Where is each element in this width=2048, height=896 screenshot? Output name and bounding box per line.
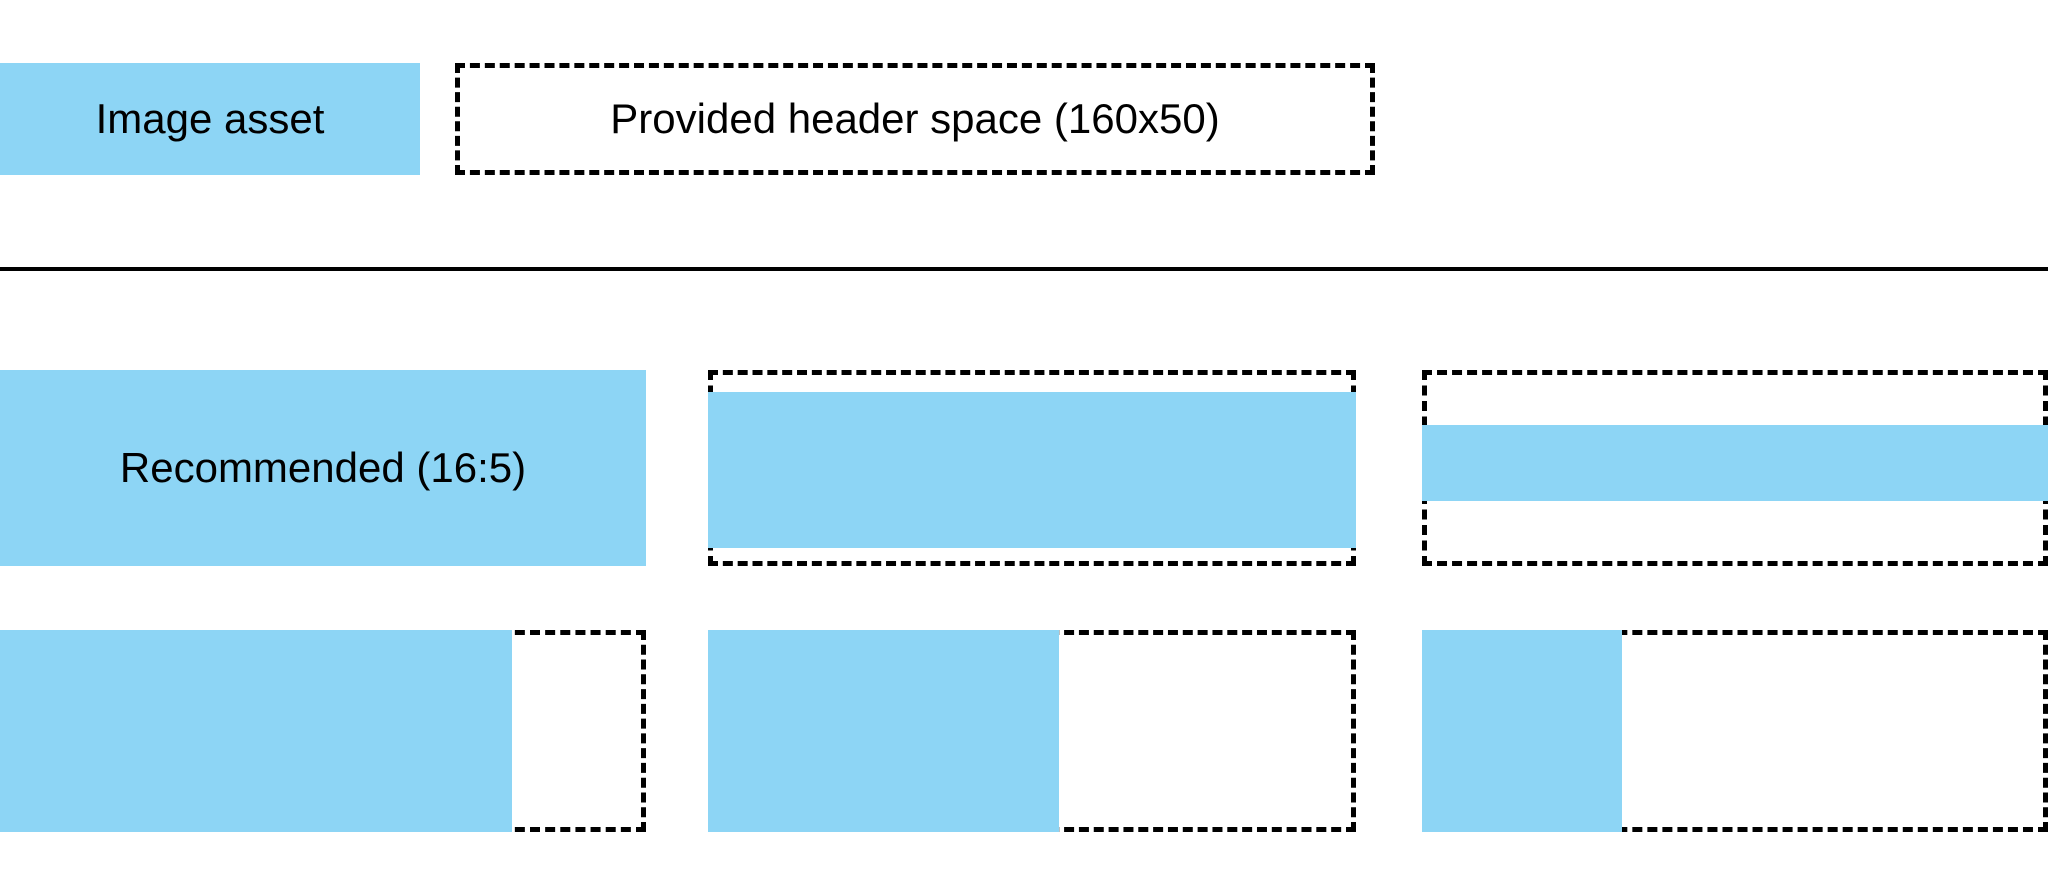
recommended-label: Recommended (16:5) <box>119 444 527 491</box>
image-fill <box>708 392 1356 548</box>
image-fill <box>1422 630 1623 832</box>
example-full-height-medium-pillarbox <box>708 630 1356 832</box>
example-full-height-small-pillarbox <box>0 630 646 832</box>
image-asset-swatch: Image asset <box>0 63 420 175</box>
image-fill <box>0 630 512 832</box>
image-asset-label: Image asset <box>95 95 325 142</box>
image-fill <box>1422 425 2048 502</box>
example-full-width-large-letterbox <box>1422 370 2048 566</box>
example-full-height-large-pillarbox <box>1422 630 2048 832</box>
divider-line <box>0 267 2048 271</box>
header-space-label: Provided header space (160x50) <box>610 95 1220 142</box>
header-space-box: Provided header space (160x50) <box>455 63 1375 175</box>
example-recommended-16-5: Recommended (16:5) <box>0 370 646 566</box>
image-fill <box>0 370 646 566</box>
example-full-width-small-letterbox <box>708 370 1356 566</box>
image-fill <box>708 630 1059 832</box>
